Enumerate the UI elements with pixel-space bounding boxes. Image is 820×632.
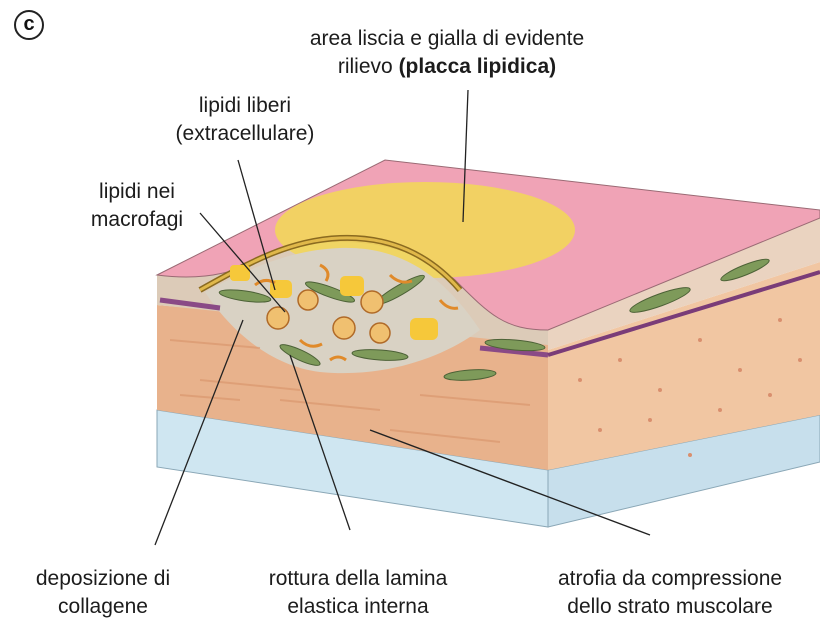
macrophage-lipids-line2: macrofagi <box>72 206 202 234</box>
macrophage-lipids-label: lipidi nei macrofagi <box>72 178 202 234</box>
atrophy-label: atrofia da compressione dello strato mus… <box>525 565 815 621</box>
plaque-label-bold: (placca lipidica) <box>399 55 557 78</box>
collagen-line2: collagene <box>8 593 198 621</box>
collagen-line1: deposizione di <box>8 565 198 593</box>
free-lipids-line2: (extracellulare) <box>150 120 340 148</box>
free-lipids-label: lipidi liberi (extracellulare) <box>150 92 340 148</box>
lamina-line2: elastica interna <box>238 593 478 621</box>
plaque-label-prefix: rilievo <box>338 55 393 78</box>
plaque-label-line2: rilievo (placca lipidica) <box>252 53 642 81</box>
plaque-label: area liscia e gialla di evidente rilievo… <box>252 25 642 81</box>
macrophage-lipids-line1: lipidi nei <box>72 178 202 206</box>
lamina-label: rottura della lamina elastica interna <box>238 565 478 621</box>
plaque-label-line1: area liscia e gialla di evidente <box>252 25 642 53</box>
panel-letter: c <box>14 10 44 40</box>
free-lipids-line1: lipidi liberi <box>150 92 340 120</box>
lamina-line1: rottura della lamina <box>238 565 478 593</box>
collagen-label: deposizione di collagene <box>8 565 198 621</box>
atrophy-line1: atrofia da compressione <box>525 565 815 593</box>
atrophy-line2: dello strato muscolare <box>525 593 815 621</box>
